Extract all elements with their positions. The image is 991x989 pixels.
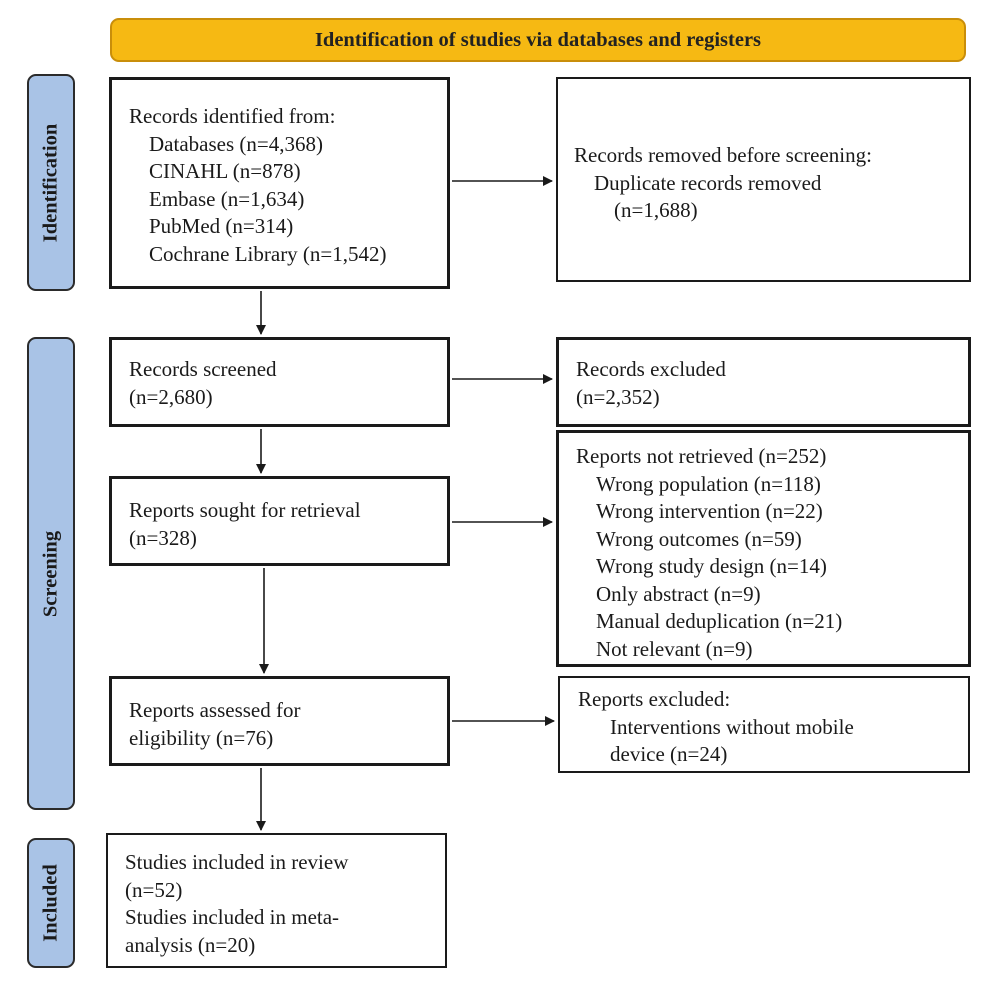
box-line: Reports assessed for (129, 698, 301, 722)
box-line: Cochrane Library (n=1,542) (149, 241, 387, 266)
box-line: Records screened (129, 357, 277, 381)
box-reports-excluded: Reports excluded: Interventions without … (558, 676, 970, 773)
box-line: (n=1,688) (614, 198, 698, 222)
box-line: Studies included in review (125, 850, 349, 874)
box-line: Records identified from: (129, 104, 336, 128)
box-line: analysis (n=20) (125, 932, 256, 957)
box-line: (n=2,352) (576, 384, 660, 409)
box-records-removed: Records removed before screening: Duplic… (556, 77, 971, 282)
box-line: Wrong intervention (n=22) (596, 499, 823, 523)
box-line: PubMed (n=314) (149, 214, 294, 238)
box-line: Records excluded (576, 357, 726, 381)
box-line: Records removed before screening: (574, 143, 872, 167)
box-reports-not-retrieved: Reports not retrieved (n=252) Wrong popu… (556, 430, 971, 667)
box-line: Wrong outcomes (n=59) (596, 526, 802, 551)
diagram-header: Identification of studies via databases … (110, 18, 966, 62)
box-line: device (n=24) (610, 742, 728, 766)
box-records-identified: Records identified from: Databases (n=4,… (109, 77, 450, 289)
box-studies-included: Studies included in review (n=52) Studie… (106, 833, 447, 968)
box-line: Not relevant (n=9) (596, 636, 753, 661)
box-line: Interventions without mobile (610, 714, 854, 739)
box-line: Reports excluded: (578, 687, 731, 711)
phase-screening: Screening (27, 337, 75, 810)
box-line: Databases (n=4,368) (149, 131, 323, 156)
phase-identification: Identification (27, 74, 75, 291)
box-line: (n=328) (129, 525, 197, 550)
box-line: Wrong population (n=118) (596, 471, 821, 496)
box-line: Studies included in meta- (125, 905, 340, 929)
phase-included: Included (27, 838, 75, 968)
box-line: Manual deduplication (n=21) (596, 609, 843, 633)
box-line: Wrong study design (n=14) (596, 554, 827, 578)
box-records-screened: Records screened (n=2,680) (109, 337, 450, 427)
box-line: (n=52) (125, 877, 183, 902)
box-line: Only abstract (n=9) (596, 581, 761, 606)
box-line: (n=2,680) (129, 384, 213, 409)
header-title: Identification of studies via databases … (314, 28, 762, 51)
box-reports-sought: Reports sought for retrieval (n=328) (109, 476, 450, 566)
box-line: Embase (n=1,634) (149, 186, 305, 211)
box-line: Duplicate records removed (594, 170, 822, 195)
box-line: Reports sought for retrieval (129, 498, 361, 522)
box-reports-assessed: Reports assessed for eligibility (n=76) (109, 676, 450, 766)
box-line: eligibility (n=76) (129, 725, 274, 750)
box-line: Reports not retrieved (n=252) (576, 444, 827, 468)
box-line: CINAHL (n=878) (149, 159, 301, 183)
box-records-excluded: Records excluded (n=2,352) (556, 337, 971, 427)
